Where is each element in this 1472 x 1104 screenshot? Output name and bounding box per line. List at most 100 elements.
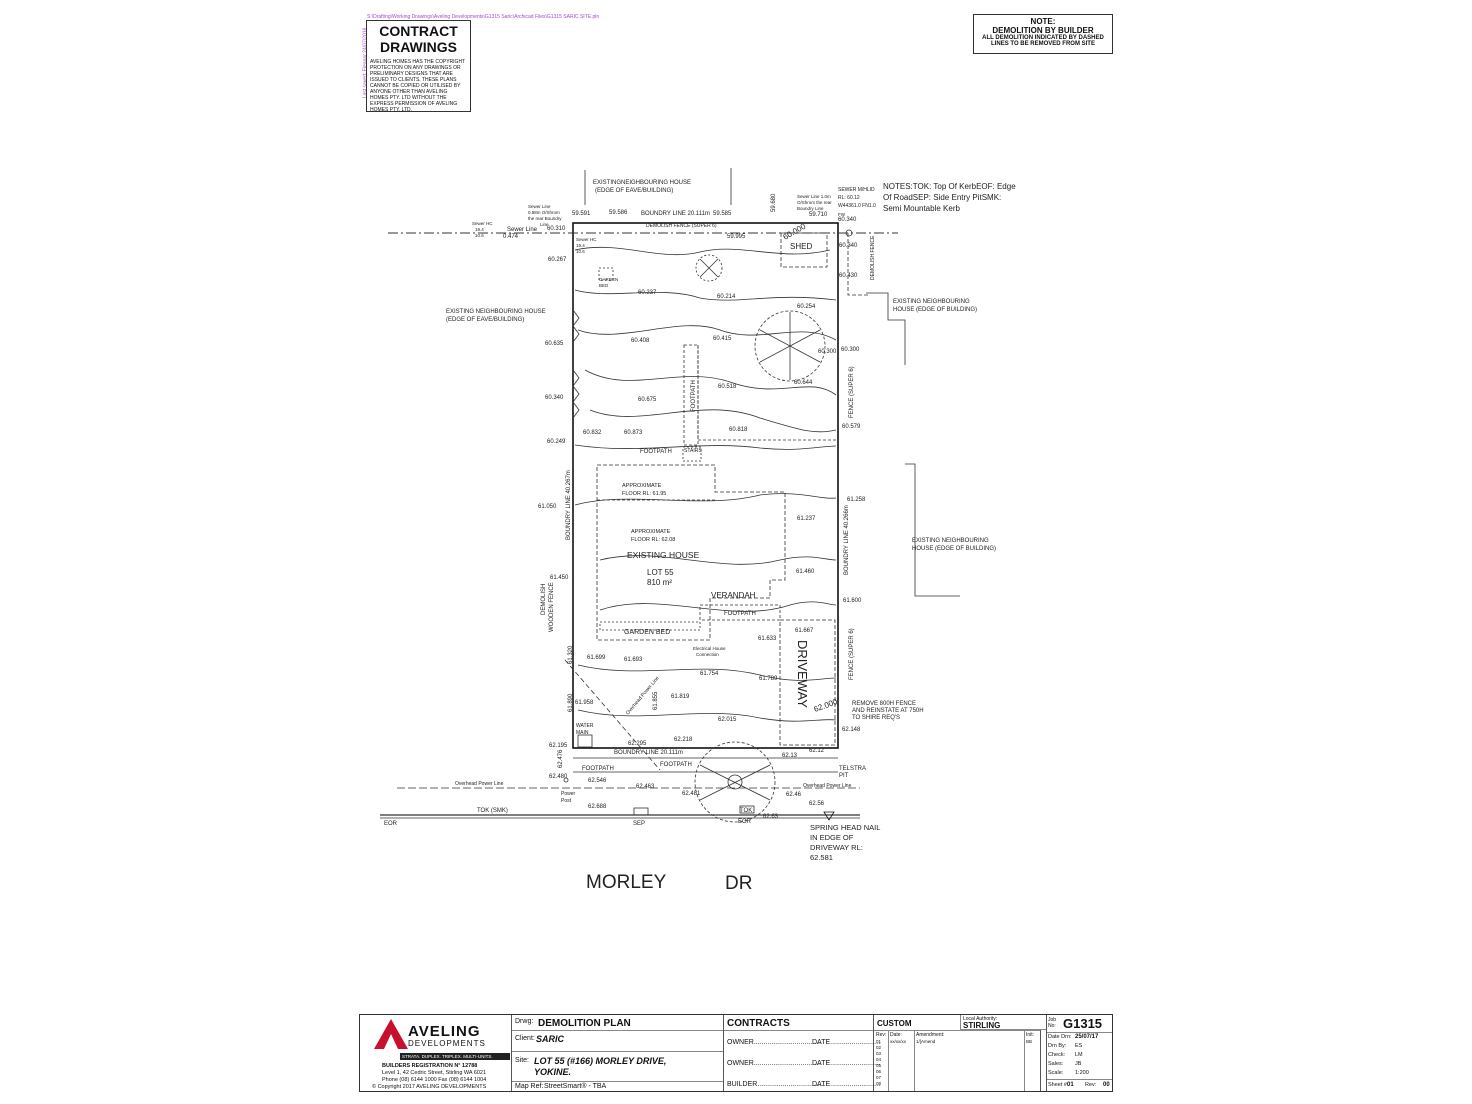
eor-right-label: EOR <box>738 819 752 825</box>
notes-line3: Semi Mountable Kerb <box>883 204 960 213</box>
level: 62.56 <box>809 801 825 807</box>
sheet-label: Sheet #: <box>1048 1082 1069 1088</box>
level: 60.340 <box>545 395 564 401</box>
sales-label: Sales: <box>1048 1061 1064 1067</box>
street-name: MORLEY <box>586 872 667 893</box>
note-title: NOTE: <box>1030 17 1056 26</box>
water-main-2: MAIN <box>576 730 589 736</box>
company-tagline: STRATA. DUPLEX. TRIPLEX. MULTI-UNITS. <box>400 1053 510 1060</box>
neighbour-left-label-1: EXISTING NEIGHBOURING HOUSE <box>446 309 546 315</box>
date-drn-value: 25/07/17 <box>1075 1034 1099 1040</box>
shed-outline <box>780 232 828 268</box>
remove-fence-2: AND REINSTATE AT 750H <box>852 708 924 714</box>
check-label: Check: <box>1048 1052 1066 1058</box>
level: 60.000 <box>782 221 808 241</box>
sewer-mh-3: W44361.0 FN1.0 <box>838 203 876 209</box>
sewer-note-left-2: 0.98m O/Shrom <box>528 210 560 215</box>
footpath-vertical-label: FOOTPATH <box>691 380 697 412</box>
local-auth: Local Authority: STIRLING <box>960 1015 1046 1030</box>
level: 61.450 <box>550 575 569 581</box>
level: 60.675 <box>638 397 657 403</box>
level: 60.818 <box>729 427 748 433</box>
level: 61.855 <box>653 691 659 710</box>
site-value-1: LOT 55 (#166) MORLEY DRIVE, <box>534 1056 667 1066</box>
sewer-note-left-3: the rear Boundry <box>528 216 562 221</box>
level: 62.688 <box>588 804 607 810</box>
rev-num-03: 03 <box>876 1051 882 1056</box>
job-info-cell: Job No: G1315 Date Drn: 25/07/17 Drn By:… <box>1046 1015 1112 1091</box>
client-label: Client: <box>515 1035 535 1042</box>
level: 59.586 <box>609 210 628 216</box>
builders-reg: BUILDERS REGISTRATION N° 12788 <box>382 1063 478 1069</box>
level: 62.13 <box>782 753 798 759</box>
tok-label: TOK <box>740 808 752 814</box>
approx-rl1-2: FLOOR RL: 61.95 <box>622 491 666 497</box>
power-post-1: Power <box>561 791 576 797</box>
site-label: Site: <box>515 1057 530 1064</box>
check-value: LM <box>1075 1052 1083 1058</box>
level: 60.300 <box>841 347 860 353</box>
note-box: NOTE: DEMOLITION BY BUILDER ALL DEMOLITI… <box>973 14 1113 54</box>
level: 62.63 <box>763 814 779 820</box>
contract-copyright: AVELING HOMES HAS THE COPYRIGHT PROTECTI… <box>370 59 466 113</box>
company-address: Level 1, 42 Cedric Street, Stirling WA 6… <box>382 1070 487 1076</box>
telstra-1: TELSTRA <box>839 766 866 772</box>
level: 61.819 <box>671 694 690 700</box>
level: 62.148 <box>842 727 861 733</box>
footpath-front-left: FOOTPATH <box>582 766 614 772</box>
boundary-right-label: BOUNDRY LINE 40.266m <box>844 505 850 575</box>
job-value: G1315 <box>1063 1016 1103 1031</box>
sewer-note-left-4: Line <box>540 222 549 227</box>
sewer-hc-left-1: Sewer HC <box>472 221 493 226</box>
client-value: SARIC <box>536 1034 565 1044</box>
drawing-info-cell: Drwg: DEMOLITION PLAN Client: SARIC Site… <box>512 1015 724 1091</box>
owner-1: OWNER................................... <box>727 1039 822 1046</box>
level: 61.050 <box>538 504 557 510</box>
level: 62.546 <box>588 778 607 784</box>
driveway-label: DRIVEWAY <box>795 640 810 708</box>
rev-row-amend: 1/[Amend <box>916 1039 936 1044</box>
garden-bed-label: GARDEN BED <box>624 629 670 636</box>
level: 61.890 <box>568 693 574 712</box>
logo-cell: AVELING DEVELOPMENTS STRATA. DUPLEX. TRI… <box>360 1015 512 1091</box>
remove-fence-3: TO SHIRE REQ'S <box>852 715 900 721</box>
site-plan: EXISTINGNEIGHBOURING HOUSE (EDGE OF EAVE… <box>380 168 1016 894</box>
sales-value: JB <box>1075 1061 1082 1067</box>
note-line3: LINES TO BE REMOVED FROM SITE <box>991 41 1095 47</box>
level: 60.579 <box>842 424 861 430</box>
revisions-cell: CUSTOM Rev: Date: Amendment: Init: xx/xx… <box>874 1015 1041 1091</box>
overhead-right-label: Overhead Power Line <box>803 783 852 789</box>
sep-label: SEP <box>633 821 645 827</box>
rev-num-08: 08 <box>876 1081 882 1086</box>
level: 59.710 <box>809 212 828 218</box>
contracts-cell: CONTRACTS OWNER.........................… <box>724 1015 881 1091</box>
level: 59.591 <box>572 211 591 217</box>
level: 62.480 <box>549 774 568 780</box>
fence-right-bottom-label: FENCE (SUPER 6) <box>849 628 855 680</box>
company-name: AVELING <box>408 1023 481 1040</box>
level: 61.789 <box>759 676 778 682</box>
date-1: DATE.......................... <box>812 1039 881 1046</box>
rev2-value: 00 <box>1103 1082 1110 1088</box>
rev-label: Rev: <box>876 1032 887 1038</box>
sewer-hc-inner-3: 10.6 <box>576 249 585 254</box>
eor-left-label: EOR <box>384 821 398 827</box>
overhead-left-label: Overhead Power Line <box>455 781 504 787</box>
approx-rl2-1: APPROXIMATE <box>631 529 671 535</box>
sewer-line-label: Sewer Line <box>507 227 538 233</box>
level: 62.481 <box>682 791 701 797</box>
level: 61.699 <box>587 655 606 661</box>
level: 61.258 <box>847 497 866 503</box>
sewer-note-right-3: Boundry Line <box>797 206 824 211</box>
rev-num-02: 02 <box>876 1045 882 1050</box>
approx-rl2-2: FLOOR RL: 62.08 <box>631 537 675 543</box>
drwg-value: DEMOLITION PLAN <box>538 1018 631 1029</box>
builder: BUILDER.................................… <box>727 1081 826 1088</box>
area-label: 810 m² <box>647 578 672 587</box>
date-3: DATE.......................... <box>812 1081 881 1088</box>
level: 60.415 <box>713 336 732 342</box>
owner-2: OWNER................................... <box>727 1060 822 1067</box>
level: 61.693 <box>624 657 643 663</box>
local-auth-label: Local Authority: <box>963 1016 998 1022</box>
company-copyright: © Copyright 2017 AVELING DEVELOPMENTS <box>372 1084 487 1090</box>
